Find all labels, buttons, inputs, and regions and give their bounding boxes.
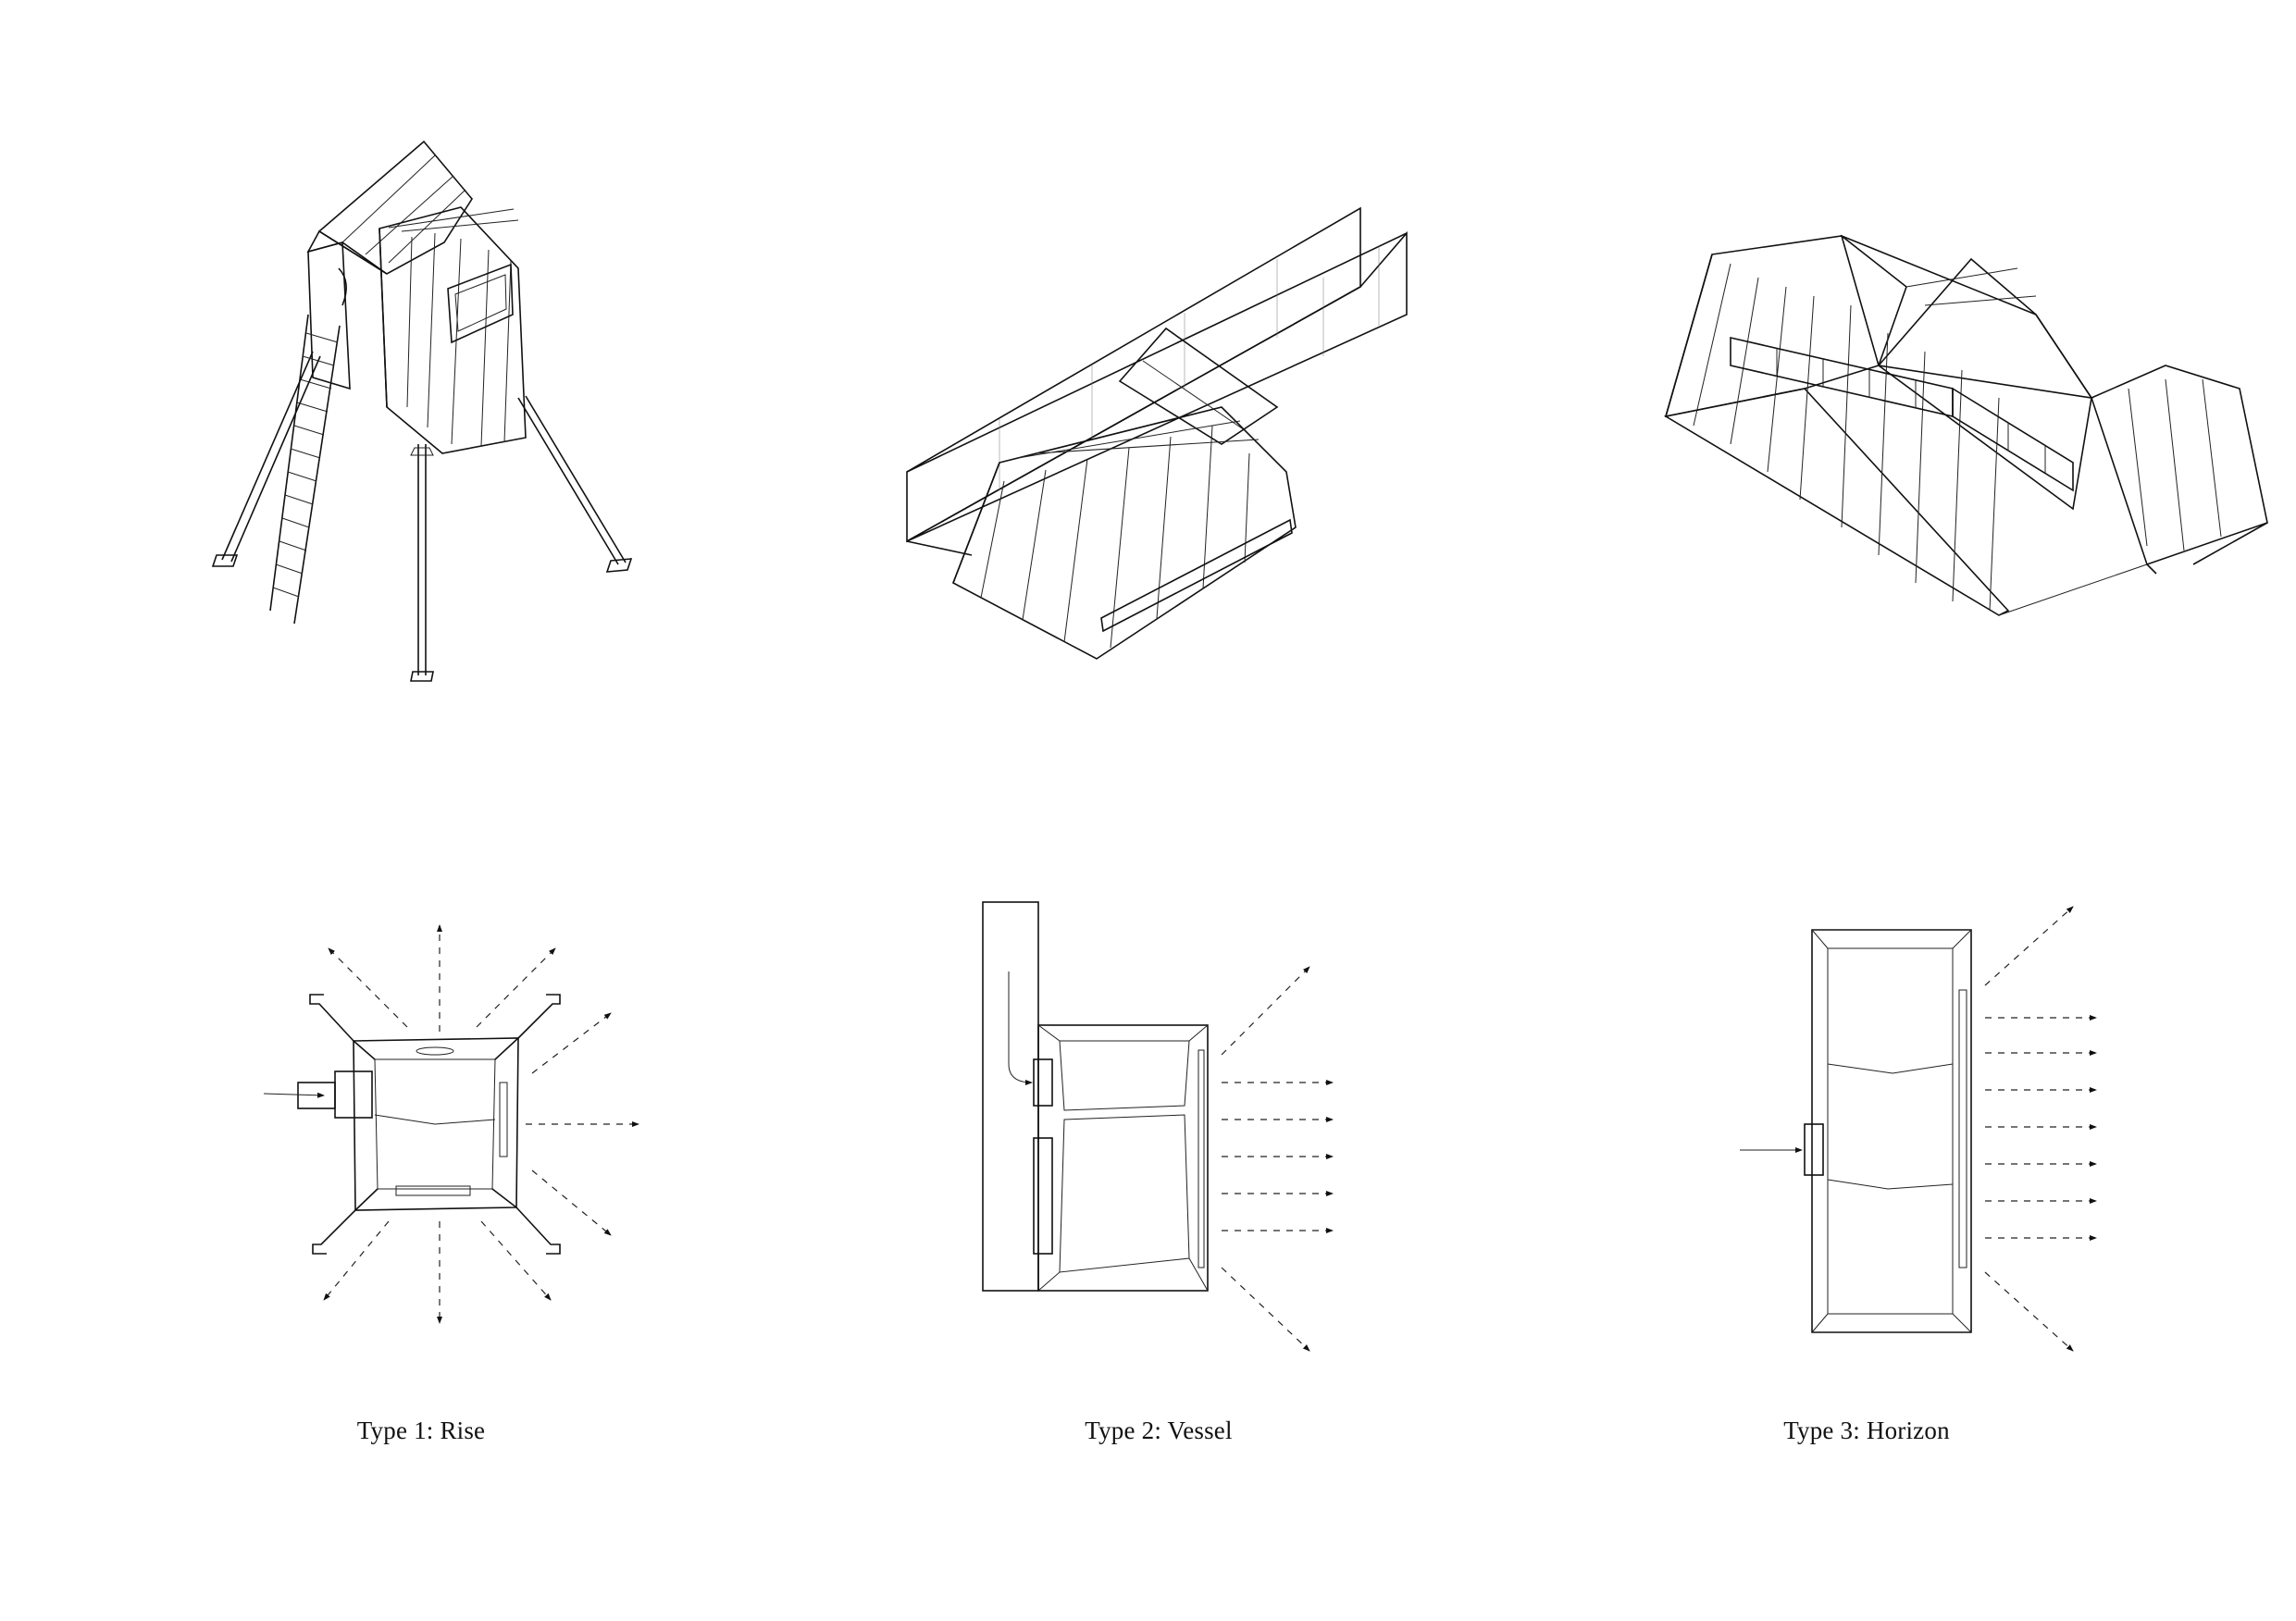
vessel-axonometric: [906, 206, 1408, 660]
vessel-plan: [982, 901, 1334, 1352]
caption-type-3: Type 3: Horizon: [1783, 1417, 1950, 1444]
horizon-axonometric: [1663, 234, 2268, 616]
rise-plan: [263, 924, 639, 1324]
rise-axonometric: [211, 140, 633, 682]
horizon-plan: [1740, 906, 2097, 1352]
caption-type-1: Type 1: Rise: [356, 1417, 486, 1444]
caption-type-2: Type 2: Vessel: [1085, 1417, 1233, 1444]
